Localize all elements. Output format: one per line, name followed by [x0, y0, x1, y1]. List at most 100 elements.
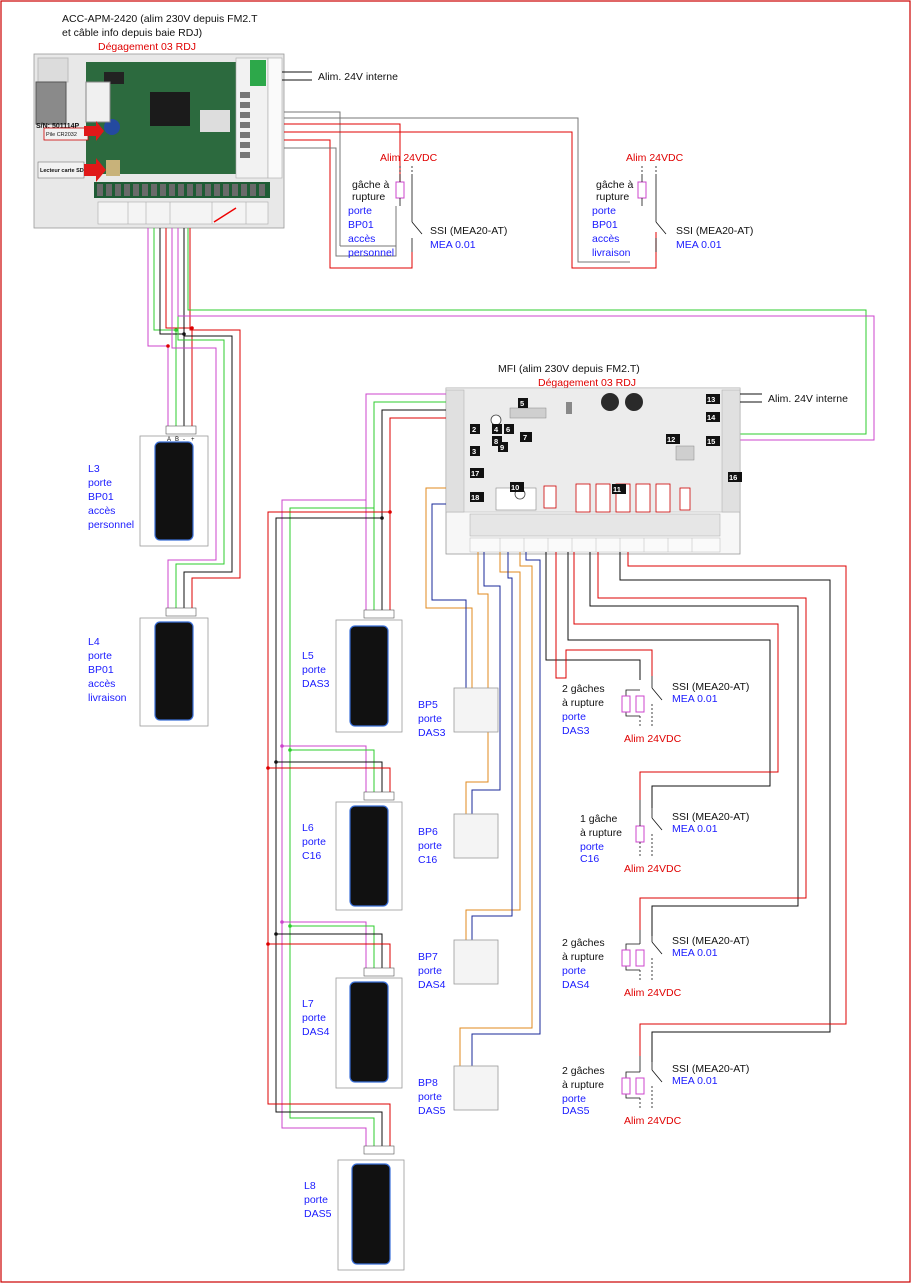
ssi-label: SSI (MEA20-AT)	[672, 935, 749, 947]
button-bp6: BP6 porte C16	[418, 813, 499, 866]
badge-7-label: 7	[523, 433, 527, 442]
badge-12	[666, 434, 680, 444]
reader-terminal	[363, 609, 395, 619]
mfi-degagement: Dégagement 03 RDJ	[538, 377, 636, 389]
acc-degagement: Dégagement 03 RDJ	[98, 41, 196, 53]
gache-symbol	[635, 825, 645, 843]
porte-label: porte	[348, 205, 372, 217]
bus-junctions	[166, 326, 194, 348]
arrow-right-icon	[84, 121, 104, 141]
alim-label: Alim 24VDC	[624, 863, 682, 875]
acc-title-line2: et câble info depuis baie RDJ)	[62, 27, 202, 39]
badge-17	[470, 468, 484, 478]
gache-symbol	[621, 949, 631, 967]
reader-label: L8	[304, 1180, 316, 1192]
reader-label: L5	[302, 650, 314, 662]
gache-label: à rupture	[562, 951, 604, 963]
badge-4	[492, 424, 502, 434]
reader-label: porte	[302, 836, 326, 848]
badge-9	[498, 442, 508, 452]
badge-8-label: 8	[494, 437, 498, 446]
badge-10	[510, 482, 524, 492]
mea-label: MEA 0.01	[430, 239, 476, 251]
mea-label: MEA 0.01	[676, 239, 722, 251]
relay-contact-symbol	[411, 221, 423, 235]
button-label: BP7	[418, 951, 438, 963]
mfi-alim-interne: Alim. 24V interne	[768, 393, 848, 405]
porte-label: C16	[580, 853, 599, 865]
mfi-board	[445, 387, 741, 555]
badge-3-label: 3	[472, 447, 476, 456]
badge-16	[728, 472, 742, 482]
reader-l8: L8 porte DAS5	[304, 1145, 405, 1271]
button-label: porte	[418, 965, 442, 977]
gache-symbol	[635, 949, 645, 967]
mea-label: MEA 0.01	[672, 823, 718, 835]
relay-contact-symbol	[651, 941, 663, 955]
ssi-block-c16: 1 gâche à rupture porte C16 SSI (MEA20-A…	[580, 800, 749, 875]
badge-12-label: 12	[667, 435, 675, 444]
badge-15	[706, 436, 720, 446]
gache-symbol	[637, 181, 647, 199]
relay-contact-symbol	[651, 1069, 663, 1083]
badge-11	[612, 484, 626, 494]
reader-label: porte	[88, 650, 112, 662]
gache-symbol	[621, 695, 631, 713]
badge-8	[492, 436, 502, 446]
badge-14	[706, 412, 720, 422]
reader-label: accès	[88, 678, 115, 690]
ssi-label: SSI (MEA20-AT)	[676, 225, 753, 237]
porte-label: DAS4	[562, 979, 590, 991]
ssi-label: SSI (MEA20-AT)	[672, 681, 749, 693]
acc-title-line1: ACC-APM-2420 (alim 230V depuis FM2.T	[62, 13, 258, 25]
gache-label: gâche à	[352, 179, 390, 191]
gache-label: 1 gâche	[580, 813, 618, 825]
badge-17-label: 17	[471, 469, 479, 478]
gache-symbol	[621, 1077, 631, 1095]
terminal-label: A	[167, 437, 171, 443]
push-button-icon	[453, 687, 499, 733]
reader-label: porte	[88, 477, 112, 489]
porte-label: BP01	[348, 219, 374, 231]
reader-label: personnel	[88, 519, 134, 531]
reader-label: livraison	[88, 692, 127, 704]
badge-2	[470, 424, 480, 434]
badge-10-label: 10	[511, 483, 519, 492]
button-label: porte	[418, 1091, 442, 1103]
gache-label: à rupture	[562, 1079, 604, 1091]
porte-label: porte	[562, 711, 586, 723]
alim-label: Alim 24VDC	[624, 733, 682, 745]
porte-label: DAS5	[562, 1105, 590, 1117]
acc-reader-bus	[147, 228, 875, 612]
reader-label: L3	[88, 463, 100, 475]
acc-relay-wires	[284, 111, 657, 269]
porte-label: BP01	[592, 219, 618, 231]
ssi-block-das4: 2 gâches à rupture porte DAS4 SSI (MEA20…	[562, 930, 749, 999]
badge-9-label: 9	[500, 443, 504, 452]
alim-label: Alim 24VDC	[624, 987, 682, 999]
badge-14-label: 14	[707, 413, 716, 422]
reader-device	[351, 1163, 391, 1265]
mea-label: MEA 0.01	[672, 947, 718, 959]
porte-label: porte	[562, 965, 586, 977]
arrow-right-icon	[84, 158, 106, 182]
badge-6-label: 6	[506, 425, 510, 434]
ssi-label: SSI (MEA20-AT)	[672, 1063, 749, 1075]
terminal-label: B	[175, 437, 179, 443]
reader-terminal	[363, 1145, 395, 1155]
badge-4-label: 4	[494, 425, 499, 434]
porte-label: personnel	[348, 247, 394, 259]
mfi-relay-wires	[545, 552, 847, 1062]
button-label: BP5	[418, 699, 438, 711]
terminal-label: +	[191, 437, 195, 443]
badge-11-label: 11	[613, 485, 621, 494]
badge-18-label: 18	[471, 493, 479, 502]
reader-label: DAS5	[304, 1208, 332, 1220]
badge-6	[504, 424, 514, 434]
reader-l7: L7 porte DAS4	[302, 967, 403, 1089]
gache-label: à rupture	[580, 827, 622, 839]
reader-label: DAS3	[302, 678, 330, 690]
ssi-block-acc-livraison: Alim 24VDC gâche à rupture porte BP01 ac…	[592, 152, 753, 259]
relay-contact-symbol	[651, 817, 663, 831]
mfi-badges: 2 3 4 5 6 7 8 9 10 11 12 13 14 15 16 17 …	[470, 394, 742, 502]
